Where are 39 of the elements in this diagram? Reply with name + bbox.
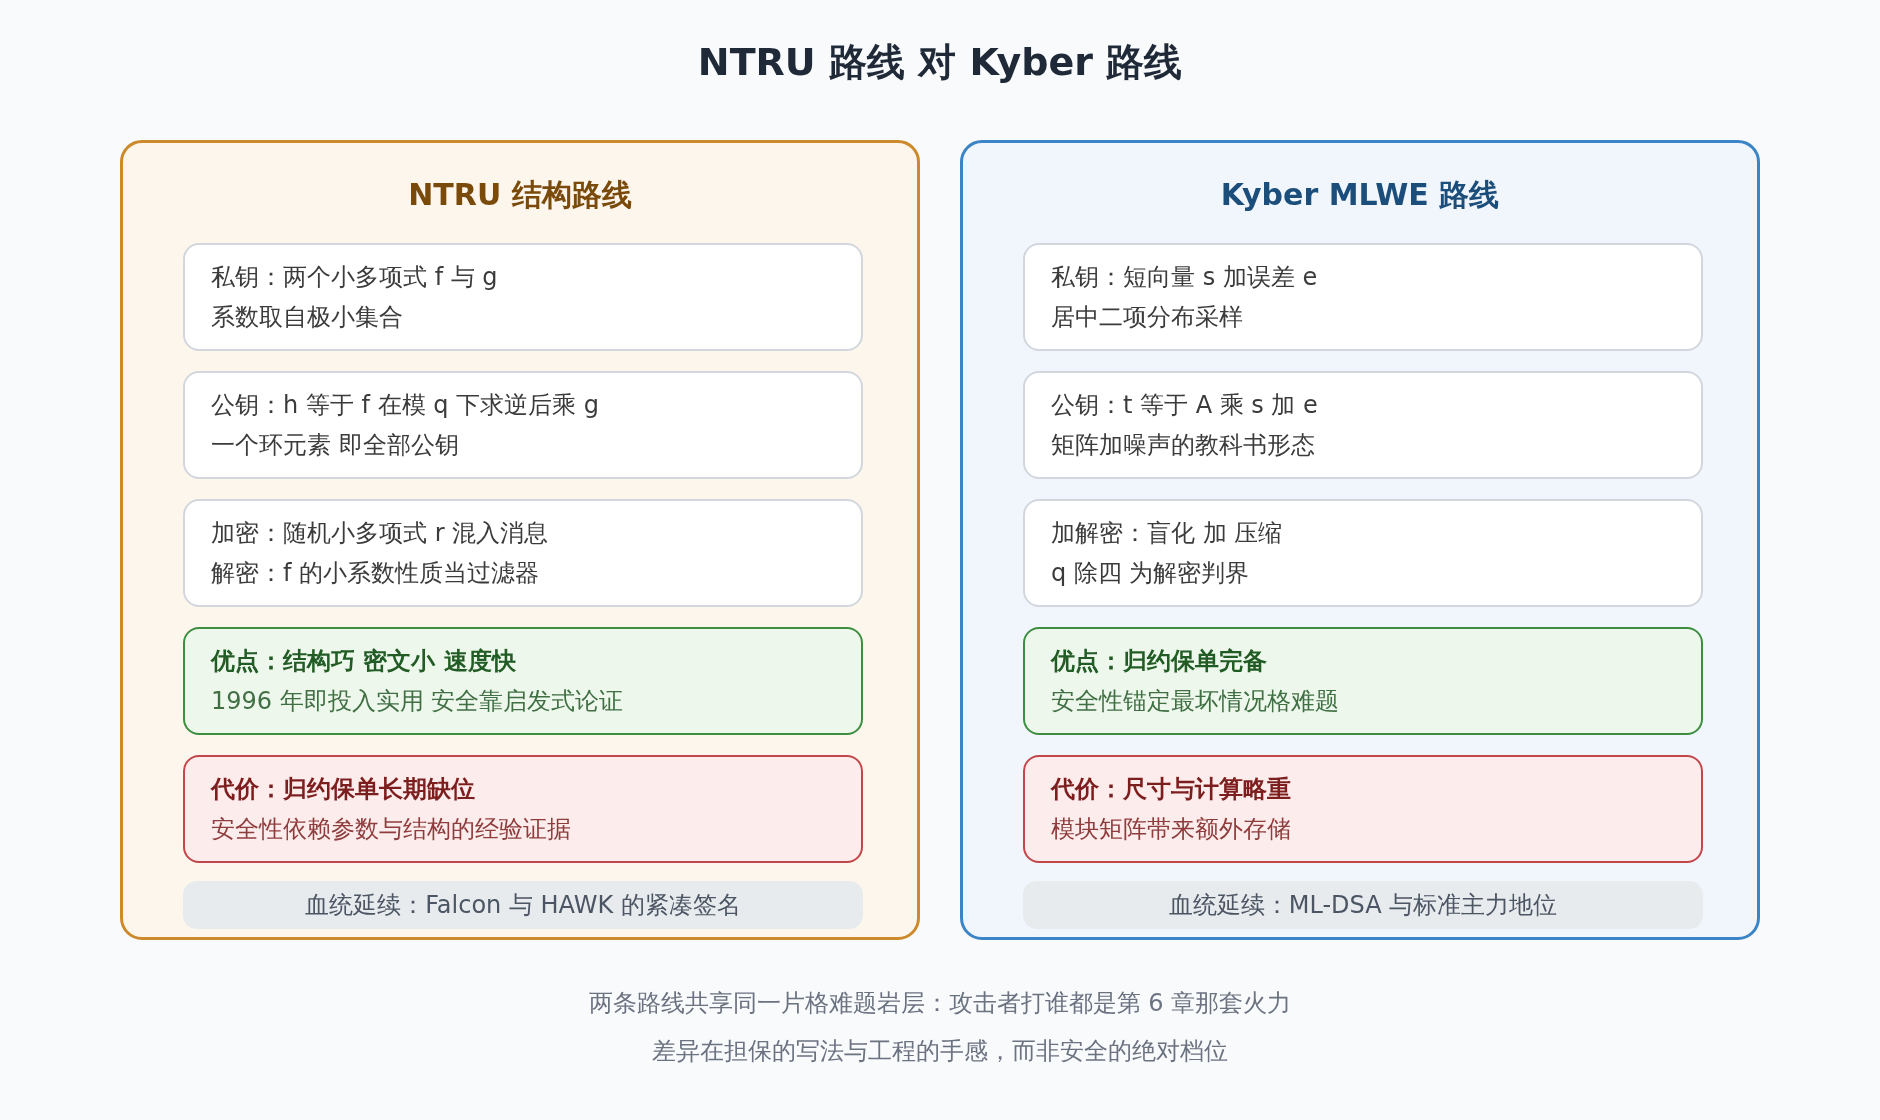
card-text: 1996 年即投入实用 安全靠启发式论证 bbox=[211, 686, 624, 717]
card-text: 安全性依赖参数与结构的经验证据 bbox=[211, 814, 571, 845]
panel-heading: NTRU 结构路线 bbox=[408, 176, 632, 214]
card-text: 模块矩阵带来额外存储 bbox=[1051, 814, 1291, 845]
info-card bbox=[183, 243, 863, 351]
card-text: q 除四 为解密判界 bbox=[1051, 558, 1250, 589]
card-text: 矩阵加噪声的教科书形态 bbox=[1051, 430, 1315, 461]
card-title: 代价：归约保单长期缺位 bbox=[211, 774, 475, 805]
drawback-card bbox=[1023, 755, 1703, 863]
comparison-panel bbox=[120, 140, 920, 940]
card-title: 优点：结构巧 密文小 速度快 bbox=[211, 646, 516, 677]
banner-text: 血统延续：ML-DSA 与标准主力地位 bbox=[1168, 890, 1558, 921]
info-card bbox=[183, 371, 863, 479]
caption-text: 差异在担保的写法与工程的手感，而非安全的绝对档位 bbox=[652, 1036, 1228, 1067]
card-text: 解密：f 的小系数性质当过滤器 bbox=[211, 558, 540, 589]
card-title: 私钥：两个小多项式 f 与 g bbox=[211, 262, 498, 293]
info-card bbox=[1023, 371, 1703, 479]
page-title: NTRU 路线 对 Kyber 路线 bbox=[697, 39, 1183, 86]
panel-heading: Kyber MLWE 路线 bbox=[1220, 176, 1500, 214]
card-title: 私钥：短向量 s 加误差 e bbox=[1051, 262, 1318, 293]
card-text: 系数取自极小集合 bbox=[211, 302, 403, 333]
advantage-card bbox=[183, 627, 863, 735]
card-text: 一个环元素 即全部公钥 bbox=[211, 430, 459, 461]
drawback-card bbox=[183, 755, 863, 863]
info-card bbox=[1023, 243, 1703, 351]
card-title: 公钥：t 等于 A 乘 s 加 e bbox=[1051, 390, 1318, 421]
card-title: 优点：归约保单完备 bbox=[1051, 646, 1267, 677]
card-text: 居中二项分布采样 bbox=[1051, 302, 1243, 333]
info-card bbox=[1023, 499, 1703, 607]
comparison-panel bbox=[960, 140, 1760, 940]
card-title: 加解密：盲化 加 压缩 bbox=[1051, 518, 1283, 549]
card-title: 加密：随机小多项式 r 混入消息 bbox=[211, 518, 549, 549]
info-card bbox=[183, 499, 863, 607]
advantage-card bbox=[1023, 627, 1703, 735]
card-title: 代价：尺寸与计算略重 bbox=[1051, 774, 1291, 805]
card-title: 公钥：h 等于 f 在模 q 下求逆后乘 g bbox=[211, 390, 599, 421]
banner-text: 血统延续：Falcon 与 HAWK 的紧凑签名 bbox=[305, 890, 741, 921]
caption-text: 两条路线共享同一片格难题岩层：攻击者打谁都是第 6 章那套火力 bbox=[588, 988, 1292, 1019]
card-text: 安全性锚定最坏情况格难题 bbox=[1051, 686, 1339, 717]
